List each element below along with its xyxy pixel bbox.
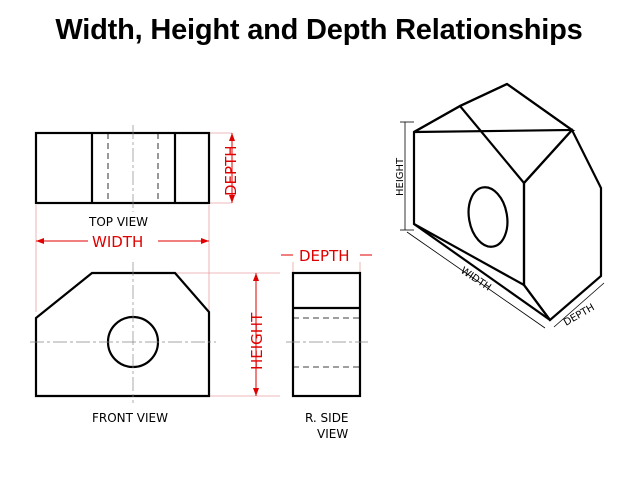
side-view-label-line1: R. SIDE: [305, 411, 349, 425]
slide-title: Width, Height and Depth Relationships: [55, 14, 583, 46]
height-label: HEIGHT: [248, 312, 266, 370]
iso-width-dimension: [406, 231, 546, 329]
iso-depth-dimension: [553, 282, 605, 328]
projection-lines: [35, 132, 361, 397]
depth-label-side: DEPTH: [299, 247, 350, 265]
isometric-view: [412, 82, 603, 322]
height-dimension: [253, 273, 259, 396]
depth-dimension-top: [229, 133, 235, 203]
width-dimension: [36, 238, 209, 244]
right-side-view: [286, 271, 368, 398]
width-label: WIDTH: [92, 233, 143, 251]
front-view-label: FRONT VIEW: [92, 411, 168, 425]
top-view: [34, 125, 211, 212]
front-view: [30, 262, 216, 403]
top-view-label: TOP VIEW: [88, 215, 148, 229]
iso-height-dimension: [400, 121, 414, 231]
iso-height-label: HEIGHT: [395, 157, 406, 196]
side-view-label-line2: VIEW: [317, 427, 348, 441]
iso-width-label: WIDTH: [458, 265, 492, 293]
depth-label-top: DEPTH: [222, 145, 240, 196]
